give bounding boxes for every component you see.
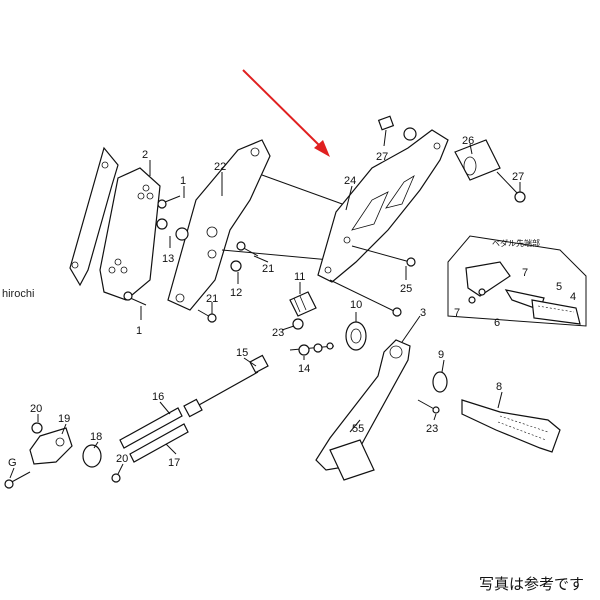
part-labels: 2 1 1 22 13 21 12 21 11 24 27 26 27 25 1… — [8, 135, 576, 469]
reference-photo-caption: 写真は参考です — [478, 575, 584, 593]
label-14: 14 — [298, 363, 310, 375]
bushing-11 — [289, 291, 317, 317]
label-23-lower: 23 — [426, 423, 438, 435]
label-26: 26 — [462, 135, 474, 147]
nut-23-upper — [281, 318, 304, 331]
label-4: 4 — [570, 291, 576, 303]
rod-15 — [183, 354, 269, 418]
watermark-text: hirochi — [2, 288, 35, 300]
label-19: 19 — [58, 413, 70, 425]
mount-plate-2 — [99, 167, 161, 301]
label-22: 22 — [214, 161, 226, 173]
block-26 — [454, 139, 501, 181]
bolt-23-lower — [417, 399, 440, 414]
label-23-upper: 23 — [272, 327, 284, 339]
red-pointer-arrow — [242, 69, 330, 157]
rod-end-18 — [82, 444, 102, 468]
label-27-right: 27 — [512, 171, 524, 183]
washer-9 — [432, 371, 448, 393]
label-12: 12 — [230, 287, 242, 299]
label-25: 25 — [400, 283, 412, 295]
nut-20-left — [31, 422, 43, 434]
bolt-14 — [289, 342, 335, 356]
label-20-right: 20 — [116, 453, 128, 465]
leader-lines — [9, 129, 521, 479]
bolt-G — [4, 471, 31, 489]
label-G: G — [8, 457, 17, 469]
label-2: 2 — [142, 149, 148, 161]
bolt-21-b — [197, 309, 217, 323]
label-18: 18 — [90, 431, 102, 443]
label-9: 9 — [438, 349, 444, 361]
bolt-25-upper — [351, 245, 416, 267]
inset-note: ペダル先端部 — [492, 238, 540, 248]
label-11: 11 — [294, 271, 305, 283]
label-20-left: 20 — [30, 403, 42, 415]
label-7-inset-lower: 7 — [454, 307, 460, 319]
label-24: 24 — [344, 175, 356, 187]
label-8: 8 — [496, 381, 502, 393]
peg-8 — [461, 399, 561, 453]
linkage-16-17 — [119, 407, 189, 463]
bolt-27-upper — [377, 115, 417, 141]
label-17: 17 — [168, 457, 180, 469]
washer-12 — [230, 260, 242, 272]
label-6: 6 — [494, 317, 500, 329]
label-3: 3 — [420, 307, 426, 319]
label-15: 15 — [236, 347, 248, 359]
label-21-a: 21 — [262, 263, 274, 275]
frame-plate-left — [69, 146, 119, 287]
label-55: 55 — [352, 423, 364, 435]
pedal-arm-55 — [315, 339, 411, 481]
label-1-lower: 1 — [136, 325, 142, 337]
label-7-inset-upper: 7 — [522, 267, 528, 279]
clevis-19 — [29, 427, 73, 465]
label-16: 16 — [152, 391, 164, 403]
bolt-25-lower — [329, 279, 402, 317]
pedal-tip-inset: ペダル先端部 — [447, 235, 587, 327]
label-10: 10 — [350, 299, 362, 311]
label-27-upper: 27 — [376, 151, 388, 163]
label-13: 13 — [162, 253, 174, 265]
bolt-27-right — [496, 171, 526, 203]
nut-20-right — [111, 473, 121, 483]
label-21-b: 21 — [206, 293, 218, 305]
label-5: 5 — [556, 281, 562, 293]
heel-guard-24 — [317, 129, 449, 283]
nut-13 — [156, 218, 189, 241]
bolt-21-a — [236, 241, 259, 257]
label-1-upper: 1 — [180, 175, 186, 187]
bolt-1-lower — [123, 291, 147, 306]
mount-plate-22 — [167, 139, 271, 311]
bolt-1-upper — [157, 195, 181, 209]
pivot-10 — [345, 321, 367, 351]
